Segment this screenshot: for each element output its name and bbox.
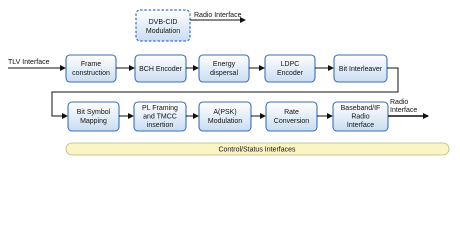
bit-symbol-mapping-line-2: Mapping	[80, 118, 107, 125]
dvb-cid-line-1: DVB-CID	[149, 19, 178, 26]
rate-conversion-line-1: Rate	[284, 109, 299, 116]
wrap-around-connector	[51, 67, 399, 119]
radio-output-label-line-1: Radio	[390, 99, 408, 106]
block-bit-interleaver: Bit Interleaver	[333, 54, 388, 83]
block-pl-framing-tmcc: PL Framing and TMCC insertion	[133, 101, 187, 132]
block-bit-symbol-mapping: Bit Symbol Mapping	[67, 101, 120, 132]
apsk-modulation-line-2: Modulation	[208, 118, 242, 125]
dvb-cid-line-2: Modulation	[146, 28, 180, 35]
ldpc-encoder-line-2: Encoder	[277, 70, 304, 77]
bit-interleaver-line-1: Bit Interleaver	[339, 66, 383, 73]
pl-framing-line-1: PL Framing	[142, 105, 178, 112]
control-status-label: Control/Status Interfaces	[218, 147, 296, 154]
dvb-cid-output-label: Radio Interface	[194, 12, 242, 19]
ldpc-encoder-line-1: LDPC	[281, 61, 300, 68]
pl-framing-line-3: insertion	[147, 122, 174, 129]
block-energy-dispersal: Energy dispersal	[198, 54, 250, 83]
control-status-bar	[65, 142, 450, 156]
block-frame-construction: Frame construction	[65, 54, 117, 83]
energy-dispersal-line-2: dispersal	[210, 70, 238, 77]
baseband-line-2: Radio	[351, 114, 369, 121]
energy-dispersal-line-1: Energy	[213, 61, 236, 68]
tlv-interface-label: TLV Interface	[8, 59, 50, 66]
bit-symbol-mapping-line-1: Bit Symbol	[77, 109, 111, 116]
signal-chain-diagram: Control/Status Interfaces DVB-CID Modula…	[8, 9, 450, 156]
block-apsk-modulation: A(PSK) Modulation	[198, 101, 252, 132]
apsk-modulation-line-1: A(PSK)	[213, 109, 236, 116]
block-bch-encoder: BCH Encoder	[134, 54, 187, 83]
pl-framing-line-2: and TMCC	[143, 114, 177, 121]
radio-output-label-line-2: Interface	[390, 107, 417, 114]
dvb-cid-modulation-block	[135, 9, 191, 42]
rate-conversion-line-2: Conversion	[274, 118, 310, 125]
baseband-line-3: Interface	[347, 122, 374, 129]
bch-encoder-line-1: BCH Encoder	[139, 66, 182, 73]
frame-construction-line-1: Frame	[81, 61, 101, 68]
block-baseband-if-radio: Baseband/IF Radio Interface	[332, 101, 389, 132]
block-ldpc-encoder: LDPC Encoder	[264, 54, 316, 83]
frame-construction-line-2: construction	[72, 70, 110, 77]
block-rate-conversion: Rate Conversion	[265, 101, 318, 132]
baseband-line-1: Baseband/IF	[341, 105, 381, 112]
